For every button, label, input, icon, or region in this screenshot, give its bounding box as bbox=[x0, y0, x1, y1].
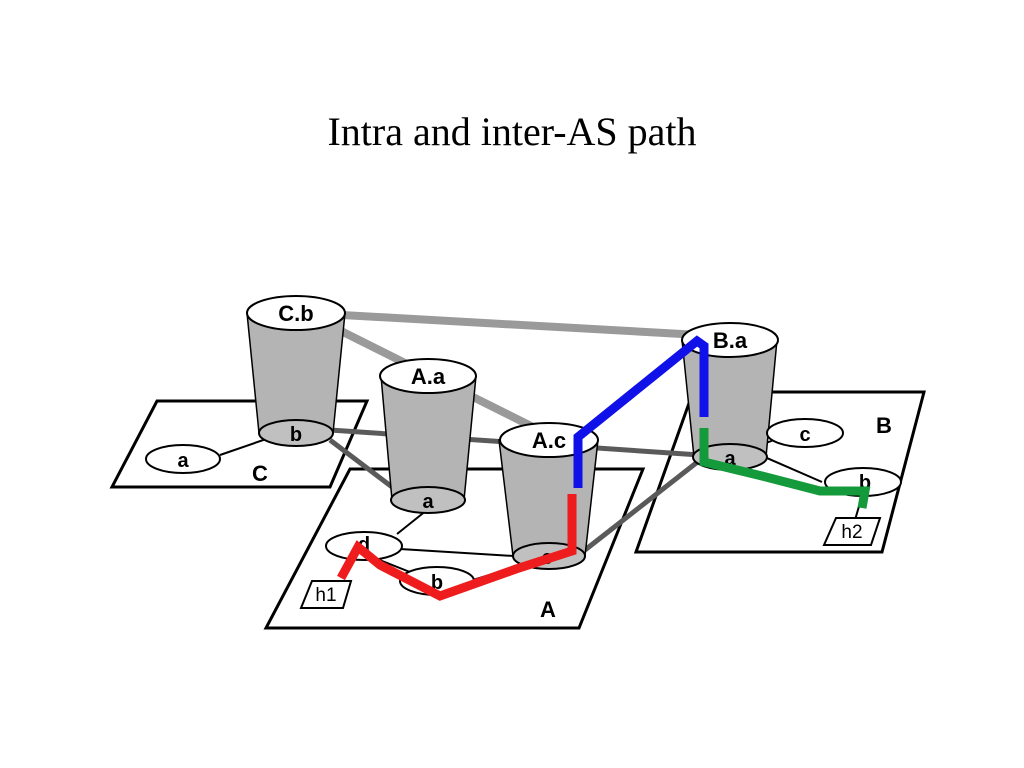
router-c-b-label: b bbox=[290, 424, 302, 446]
gateway-aa-label: A.a bbox=[411, 364, 446, 389]
gateway-aa: A.a a bbox=[379, 358, 477, 514]
router-a-a-label: a bbox=[422, 491, 434, 513]
gateway-ac-label: A.c bbox=[532, 428, 566, 453]
router-c-a: a bbox=[145, 444, 221, 474]
inter-as-path bbox=[573, 335, 709, 488]
gateway-cb-label: C.b bbox=[278, 301, 313, 326]
intra-as-path-b bbox=[699, 428, 871, 509]
slide-title: Intra and inter-AS path bbox=[327, 109, 697, 154]
gateway-cb: C.b b bbox=[246, 295, 346, 447]
gateway-ba-label: B.a bbox=[713, 328, 748, 353]
router-b-c: c bbox=[766, 418, 844, 448]
intra-as-path-a bbox=[337, 494, 577, 601]
host-h2: h2 bbox=[822, 517, 882, 546]
as-a-label: A bbox=[540, 597, 556, 622]
host-h1: h1 bbox=[299, 580, 353, 609]
router-b-c-label: c bbox=[799, 424, 810, 446]
router-c-a-label: a bbox=[177, 450, 189, 472]
as-c-label: C bbox=[252, 461, 268, 486]
as-b-label: B bbox=[876, 413, 892, 438]
host-h2-label: h2 bbox=[841, 522, 862, 543]
gateway-ac: A.c c bbox=[498, 422, 599, 570]
host-h1-label: h1 bbox=[315, 585, 336, 606]
